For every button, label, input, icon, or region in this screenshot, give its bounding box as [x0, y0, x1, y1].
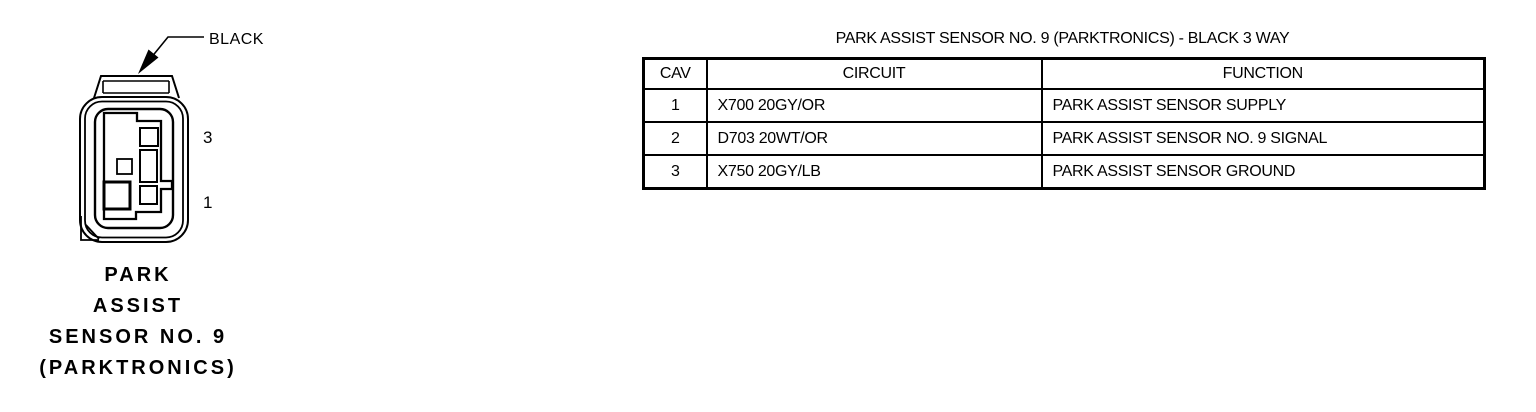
- circuit-value: X750 20GY/LB: [705, 154, 1043, 190]
- caption-line: PARK: [104, 264, 172, 286]
- cav-value: 1: [642, 88, 708, 123]
- pin-3-terminal: [139, 127, 159, 147]
- table-row: 2 D703 20WT/OR PARK ASSIST SENSOR NO. 9 …: [642, 121, 1486, 156]
- function-value: PARK ASSIST SENSOR NO. 9 SIGNAL: [1040, 121, 1486, 156]
- cav-value: 2: [642, 121, 708, 156]
- connector-color-label: BLACK: [209, 31, 264, 48]
- connector-face-drawing: BLACK 3 1: [79, 31, 264, 243]
- cav-value: 3: [642, 154, 708, 190]
- column-header-cav: CAV: [642, 57, 708, 90]
- pin-1-label: 1: [203, 193, 212, 212]
- color-callout-leader: [138, 36, 204, 74]
- table-row: 1 X700 20GY/OR PARK ASSIST SENSOR SUPPLY: [642, 88, 1486, 123]
- center-keyway: [139, 149, 158, 183]
- pinout-table-title: PARK ASSIST SENSOR NO. 9 (PARKTRONICS) -…: [835, 30, 1290, 47]
- caption-line: (PARKTRONICS): [39, 357, 237, 379]
- circuit-value: D703 20WT/OR: [705, 121, 1043, 156]
- pin-2-terminal: [116, 158, 133, 175]
- function-value: PARK ASSIST SENSOR SUPPLY: [1040, 88, 1486, 123]
- index-key-block: [102, 180, 132, 211]
- connector-caption: PARK ASSIST SENSOR NO. 9 (PARKTRONICS): [18, 260, 258, 384]
- column-header-circuit: CIRCUIT: [705, 57, 1043, 90]
- column-header-function: FUNCTION: [1040, 57, 1486, 90]
- connector-cavity-outline: [102, 111, 174, 221]
- table-header-row: CAV CIRCUIT FUNCTION: [642, 57, 1486, 90]
- table-row: 3 X750 20GY/LB PARK ASSIST SENSOR GROUND: [642, 154, 1486, 190]
- pin-3-label: 3: [203, 128, 212, 147]
- pinout-table: CAV CIRCUIT FUNCTION 1 X700 20GY/OR PARK…: [642, 57, 1486, 190]
- caption-line: SENSOR NO. 9: [48, 326, 228, 348]
- connector-mid-shell: [84, 100, 184, 239]
- pin-1-terminal: [139, 185, 158, 205]
- function-value: PARK ASSIST SENSOR GROUND: [1040, 154, 1486, 190]
- caption-line: ASSIST: [92, 295, 184, 317]
- bottom-tab: [80, 216, 100, 241]
- connector-latch-cap: [93, 75, 180, 99]
- connector-seal-wall: [93, 107, 175, 230]
- circuit-value: X700 20GY/OR: [705, 88, 1043, 123]
